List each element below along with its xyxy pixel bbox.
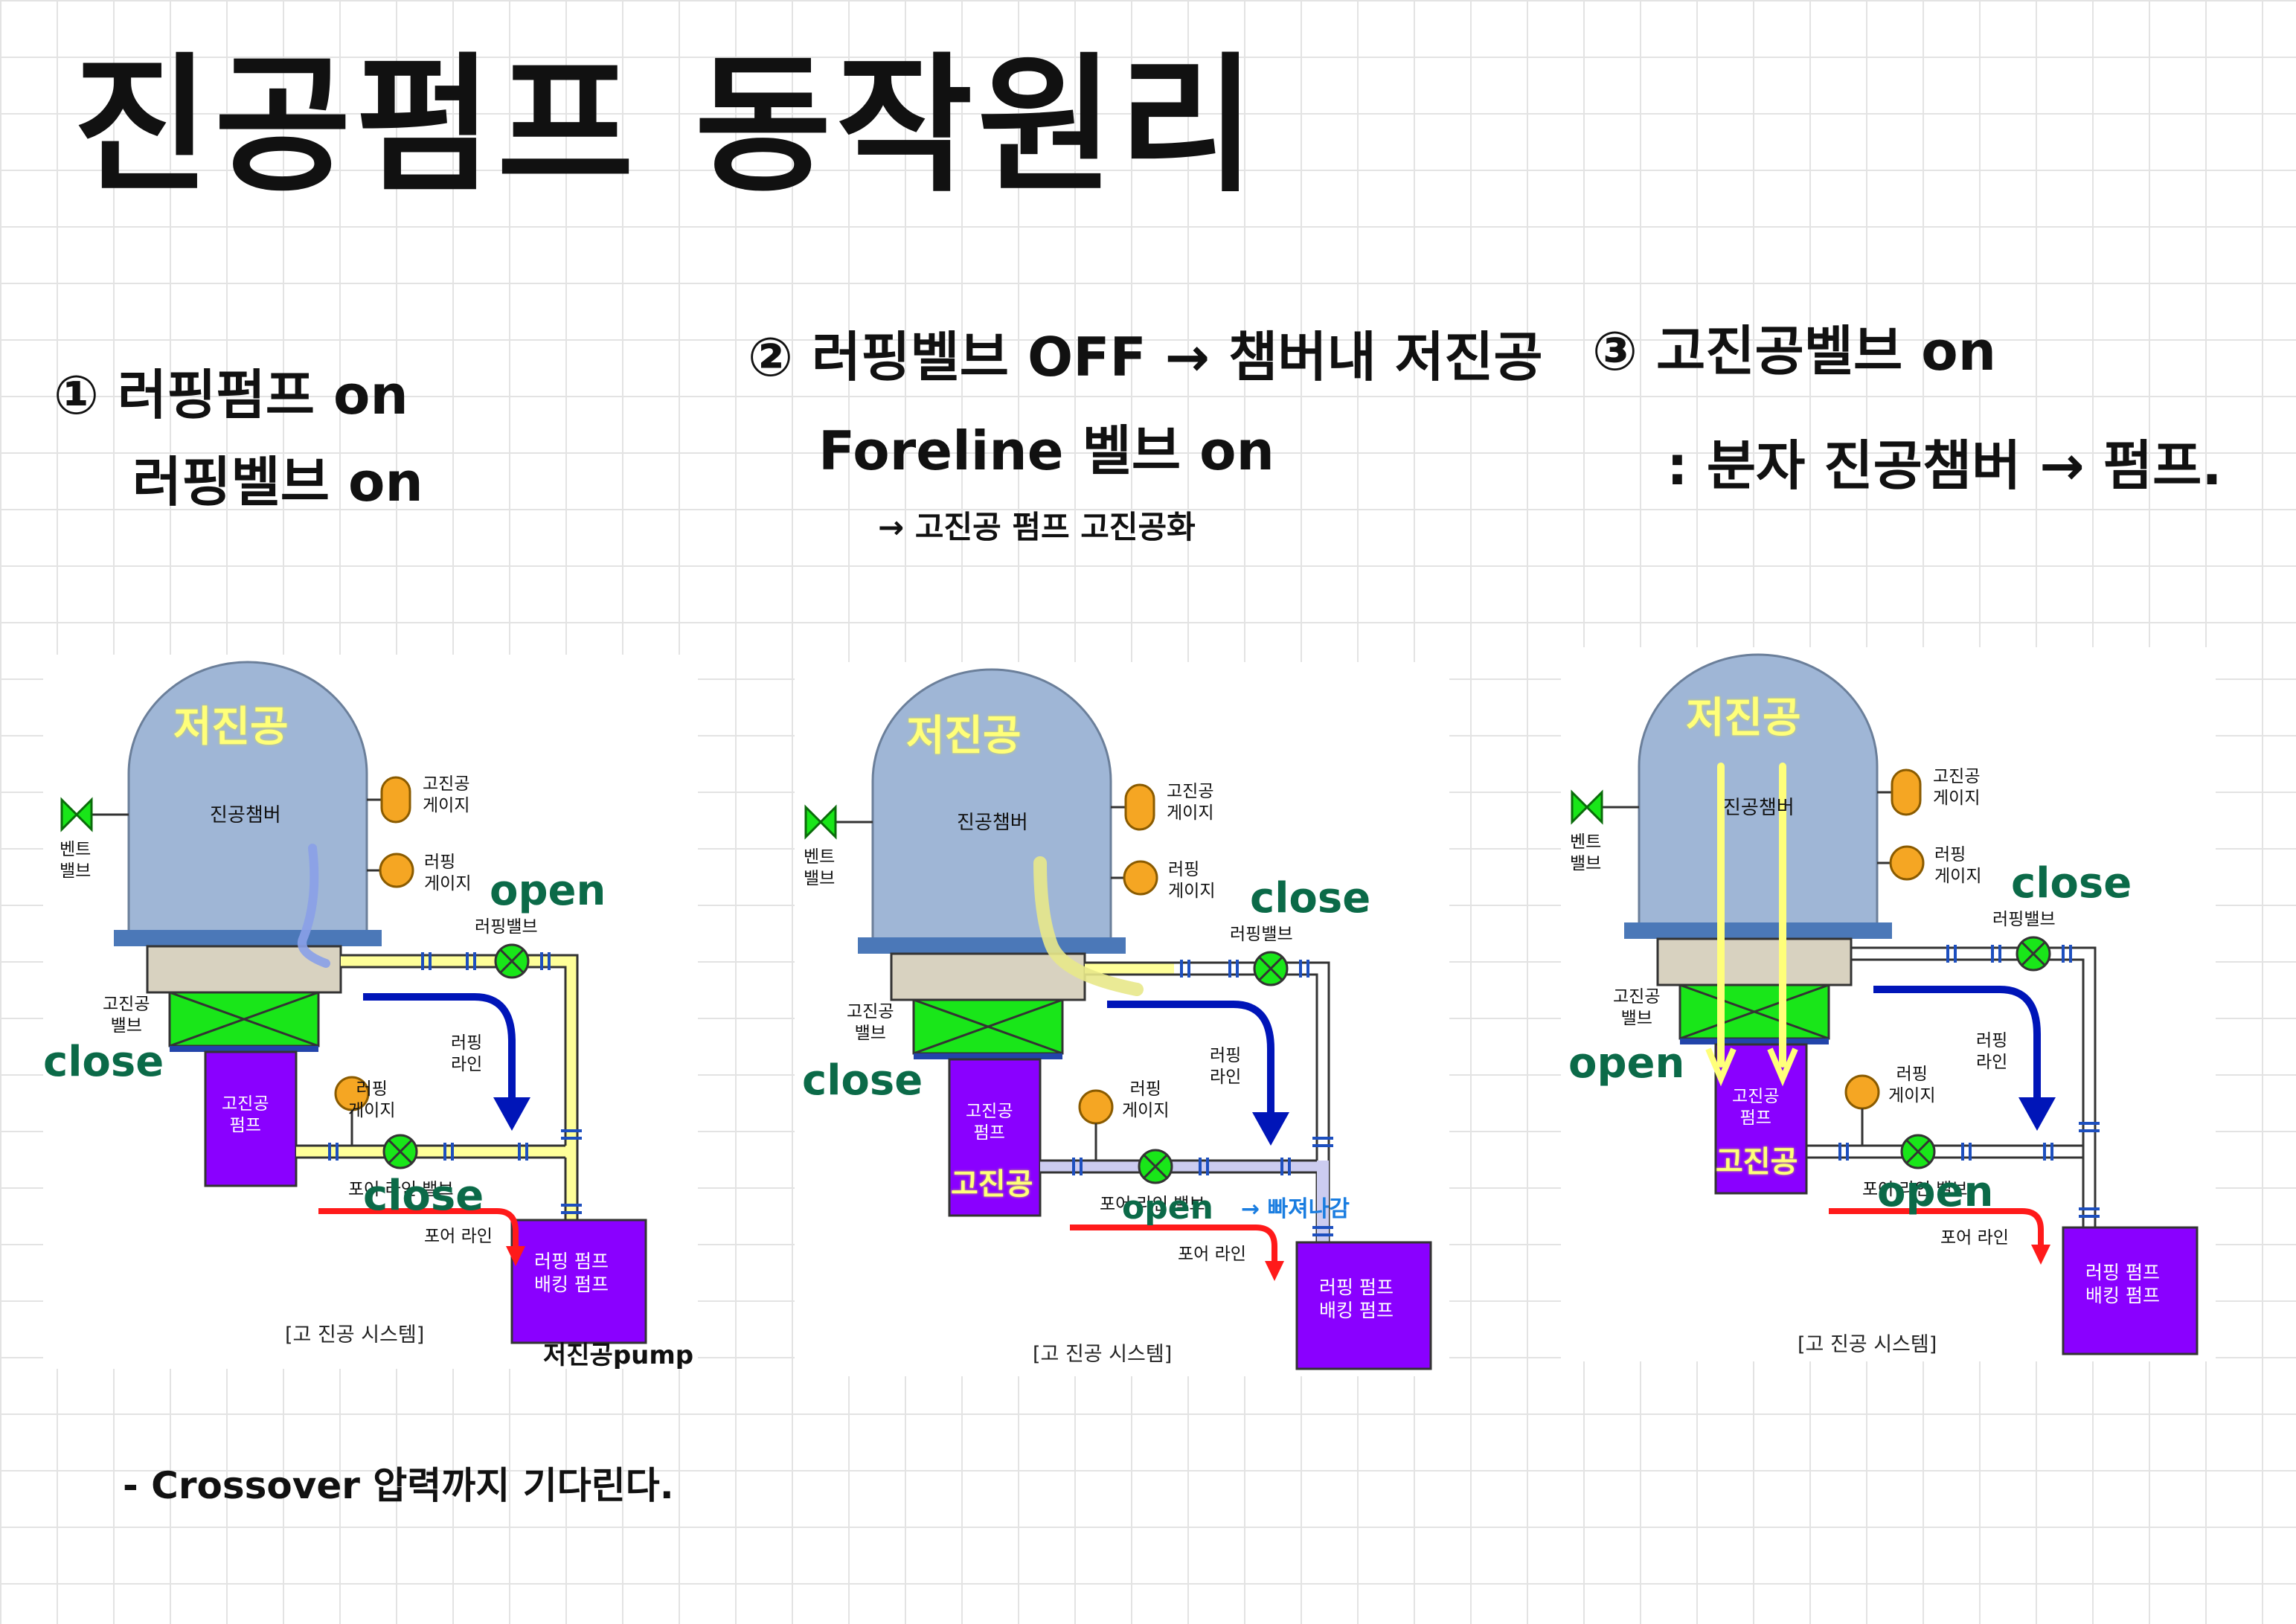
fore-line-label: 포어 라인 — [1940, 1228, 2009, 1248]
low-vacuum-pump-note: 저진공pump — [543, 1341, 694, 1370]
hv-valve-state-note: close — [802, 1056, 923, 1105]
roughing-state-note: close — [2011, 859, 2132, 908]
vent-valve-label: 벤트 밸브 — [1570, 832, 1602, 873]
step-2-line-2: Foreline 벨브 on — [818, 420, 1274, 482]
foreline-state-note: open — [1877, 1168, 1994, 1216]
rough-gauge-label: 러핑 게이지 — [1168, 860, 1216, 901]
step-3-line-1: ③ 고진공벨브 on — [1592, 320, 1997, 382]
hv-valve-state-note: open — [1568, 1039, 1685, 1088]
chamber-label: 진공챔버 — [1723, 797, 1795, 819]
pump-state-note: 고진공 — [1716, 1145, 1798, 1179]
backing-pump-label: 러핑 펌프 배킹 펌프 — [1319, 1277, 1394, 1322]
chamber-state-note: 저진공 — [1686, 694, 1801, 742]
chamber-label: 진공챔버 — [957, 812, 1028, 834]
crossover-note: - Crossover 압력까지 기다린다. — [123, 1464, 674, 1507]
step-2-line-1: ② 러핑벨브 OFF → 챔버내 저진공 — [748, 326, 1543, 388]
vent-valve-icon — [60, 797, 93, 832]
fore-valve-label: 포어 라인 밸브 — [348, 1180, 454, 1199]
backing-pump-box — [510, 1219, 647, 1344]
roughing-valve-label: 러핑밸브 — [1992, 910, 2056, 929]
system-caption: [고 진공 시스템] — [285, 1323, 425, 1347]
roughing-state-note: open — [490, 867, 606, 915]
fore-line-label: 포어 라인 — [1178, 1245, 1246, 1264]
fore-gauge-label: 러핑 게이지 — [1888, 1065, 1936, 1105]
pump-state-note: 고진공 — [951, 1167, 1033, 1201]
vacuum-system-diagram-1 — [60, 661, 647, 1344]
system-caption: [고 진공 시스템] — [1798, 1333, 1937, 1356]
hv-pump-box — [204, 1050, 298, 1187]
hv-valve-label: 고진공 밸브 — [847, 1002, 894, 1043]
rough-gauge-icon — [379, 853, 414, 888]
hv-gauge-label: 고진공 게이지 — [1167, 782, 1214, 823]
hv-pump-label: 고진공 펌프 — [222, 1094, 269, 1135]
backing-pump-label: 러핑 펌프 배킹 펌프 — [2085, 1262, 2160, 1307]
hv-gauge-icon — [380, 776, 411, 824]
vent-valve-label: 벤트 밸브 — [60, 840, 92, 881]
diagram-panel-2: 진공챔버 고진공 게이지 러핑 게이지 벤트 밸브 러핑밸브 고진공 밸브 러핑… — [795, 662, 1449, 1376]
fore-valve-label: 포어 라인 밸브 — [1862, 1180, 1968, 1199]
rough-line-label: 러핑 라인 — [1976, 1031, 2008, 1072]
rough-gauge-label: 러핑 게이지 — [424, 853, 472, 893]
fore-valve-label: 포어 라인 밸브 — [1100, 1195, 1205, 1214]
hv-gauge-label: 고진공 게이지 — [423, 774, 470, 815]
hv-pump-label: 고진공 펌프 — [1732, 1087, 1780, 1128]
system-caption: [고 진공 시스템] — [1033, 1343, 1173, 1366]
fore-gauge-label: 러핑 게이지 — [1122, 1079, 1170, 1120]
hv-gauge-label: 고진공 게이지 — [1933, 767, 1981, 808]
roughing-valve-label: 러핑밸브 — [1230, 925, 1293, 944]
flow-out-note: → 빠져나감 — [1241, 1196, 1350, 1222]
fore-gauge-label: 러핑 게이지 — [348, 1079, 396, 1120]
hv-valve-label: 고진공 밸브 — [1613, 987, 1661, 1028]
roughing-state-note: close — [1250, 874, 1371, 922]
diagram-panel-1: 진공챔버 고진공 게이지 러핑 게이지 벤트 밸브 러핑밸브 고진공 밸브 러핑… — [43, 655, 698, 1369]
page-title: 진공펌프 동작원리 — [73, 39, 1260, 213]
foreline-state-note: close — [363, 1172, 484, 1220]
vent-valve-label: 벤트 밸브 — [804, 847, 836, 888]
diagram-panel-3: 진공챔버 고진공 게이지 러핑 게이지 벤트 밸브 러핑밸브 고진공 밸브 러핑… — [1561, 647, 2216, 1361]
chamber-label: 진공챔버 — [210, 804, 281, 827]
vacuum-system-diagram-3 — [1571, 653, 2199, 1355]
step-1-line-1: ① 러핑펌프 on — [54, 364, 408, 426]
chamber-state-note: 저진공 — [173, 703, 289, 751]
rough-gauge-label: 러핑 게이지 — [1934, 845, 1982, 886]
vacuum-system-diagram-2 — [804, 668, 1432, 1370]
foreline-state-note: open — [1122, 1189, 1213, 1227]
hv-valve-label: 고진공 밸브 — [103, 995, 150, 1036]
rough-line-label: 러핑 라인 — [451, 1033, 483, 1074]
backing-pump-label: 러핑 펌프 배킹 펌프 — [534, 1251, 609, 1296]
step-3-line-2: : 분자 진공챔버 → 펌프. — [1667, 434, 2222, 497]
vacuum-chamber — [127, 661, 368, 939]
rough-line-label: 러핑 라인 — [1210, 1046, 1242, 1087]
hv-valve-state-note: close — [43, 1038, 164, 1086]
step-2-line-3: → 고진공 펌프 고진공화 — [878, 509, 1196, 545]
fore-line-label: 포어 라인 — [424, 1227, 493, 1246]
roughing-valve-label: 러핑밸브 — [475, 917, 538, 937]
hv-pump-label: 고진공 펌프 — [966, 1102, 1013, 1143]
chamber-state-note: 저진공 — [906, 712, 1022, 760]
chamber-flange — [114, 930, 382, 946]
step-1-line-2: 러핑벨브 on — [132, 451, 423, 513]
